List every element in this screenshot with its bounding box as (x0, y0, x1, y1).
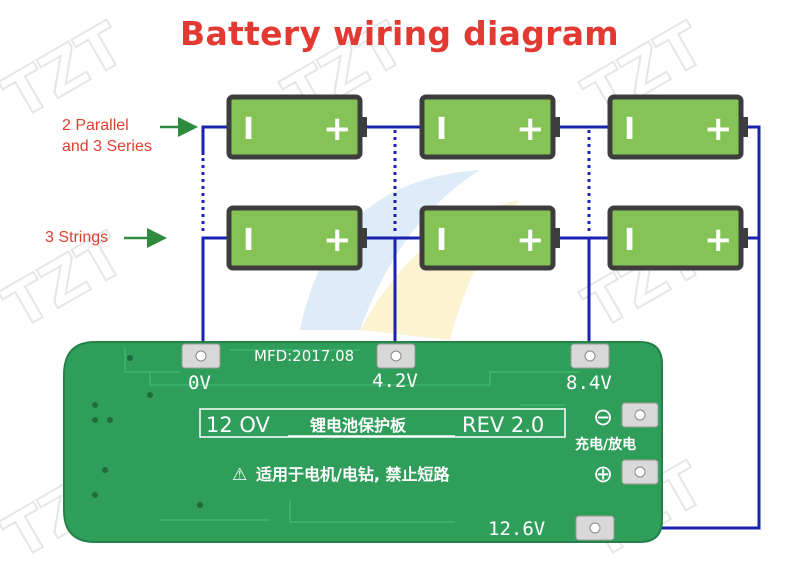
wire (201, 125, 229, 155)
battery-row-bottom: I + I + I + (226, 205, 748, 271)
label-4-2v: 4.2V (372, 370, 418, 392)
parallel-label-line1: 2 Parallel (62, 117, 129, 134)
wire (612, 125, 761, 530)
battery-positive: + (323, 109, 352, 149)
warning-text: 适用于电机/电钻, 禁止短路 (256, 465, 450, 484)
charge-discharge-label: 充电/放电 (575, 436, 636, 453)
battery-negative: I (436, 223, 447, 258)
mfd-date: MFD:2017.08 (254, 347, 354, 365)
current-rating: 12 OV (206, 413, 271, 437)
battery-negative: I (243, 112, 254, 147)
minus-icon: ⊖ (593, 403, 613, 431)
label-12-6v: 12.6V (488, 518, 545, 540)
battery-icon: I + (226, 205, 367, 271)
battery-positive: + (704, 109, 733, 149)
battery-positive: + (323, 220, 352, 260)
warning-icon: ⚠ (232, 465, 247, 485)
battery-icon: I + (607, 205, 748, 271)
battery-negative: I (624, 223, 635, 258)
board-vias (92, 355, 203, 508)
protection-board: MFD:2017.08 0V 4.2V 8.4V 12.6V 12 OV 锂电池… (63, 341, 663, 543)
pad-4-2v (376, 343, 416, 369)
parallel-series-label: 2 Parallel and 3 Series (62, 115, 152, 157)
battery-icon: I + (226, 94, 367, 160)
strings-label: 3 Strings (45, 229, 109, 246)
label-0v: 0V (188, 372, 211, 394)
battery-row-top: I + I + I + (226, 94, 748, 160)
battery-icon: I + (419, 94, 560, 160)
battery-positive: + (516, 220, 545, 260)
plus-icon: ⊕ (593, 460, 613, 488)
battery-icon: I + (607, 94, 748, 160)
battery-icon: I + (419, 205, 560, 271)
label-8-4v: 8.4V (566, 372, 612, 394)
pad-minus (621, 402, 659, 428)
board-traces (124, 348, 580, 523)
parallel-label-line2: and 3 Series (62, 138, 152, 155)
revision: REV 2.0 (462, 413, 544, 437)
pad-8-4v (570, 343, 610, 369)
battery-negative: I (243, 223, 254, 258)
battery-positive: + (704, 220, 733, 260)
battery-negative: I (624, 112, 635, 147)
pad-12-6v (575, 515, 615, 541)
board-chinese-title: 锂电池保护板 (310, 416, 407, 435)
pad-0v (181, 343, 221, 369)
page-title: Battery wiring diagram (180, 14, 619, 53)
spec-box (199, 408, 566, 438)
battery-positive: + (516, 109, 545, 149)
pad-plus (621, 459, 659, 485)
battery-negative: I (436, 112, 447, 147)
wire (201, 236, 229, 342)
